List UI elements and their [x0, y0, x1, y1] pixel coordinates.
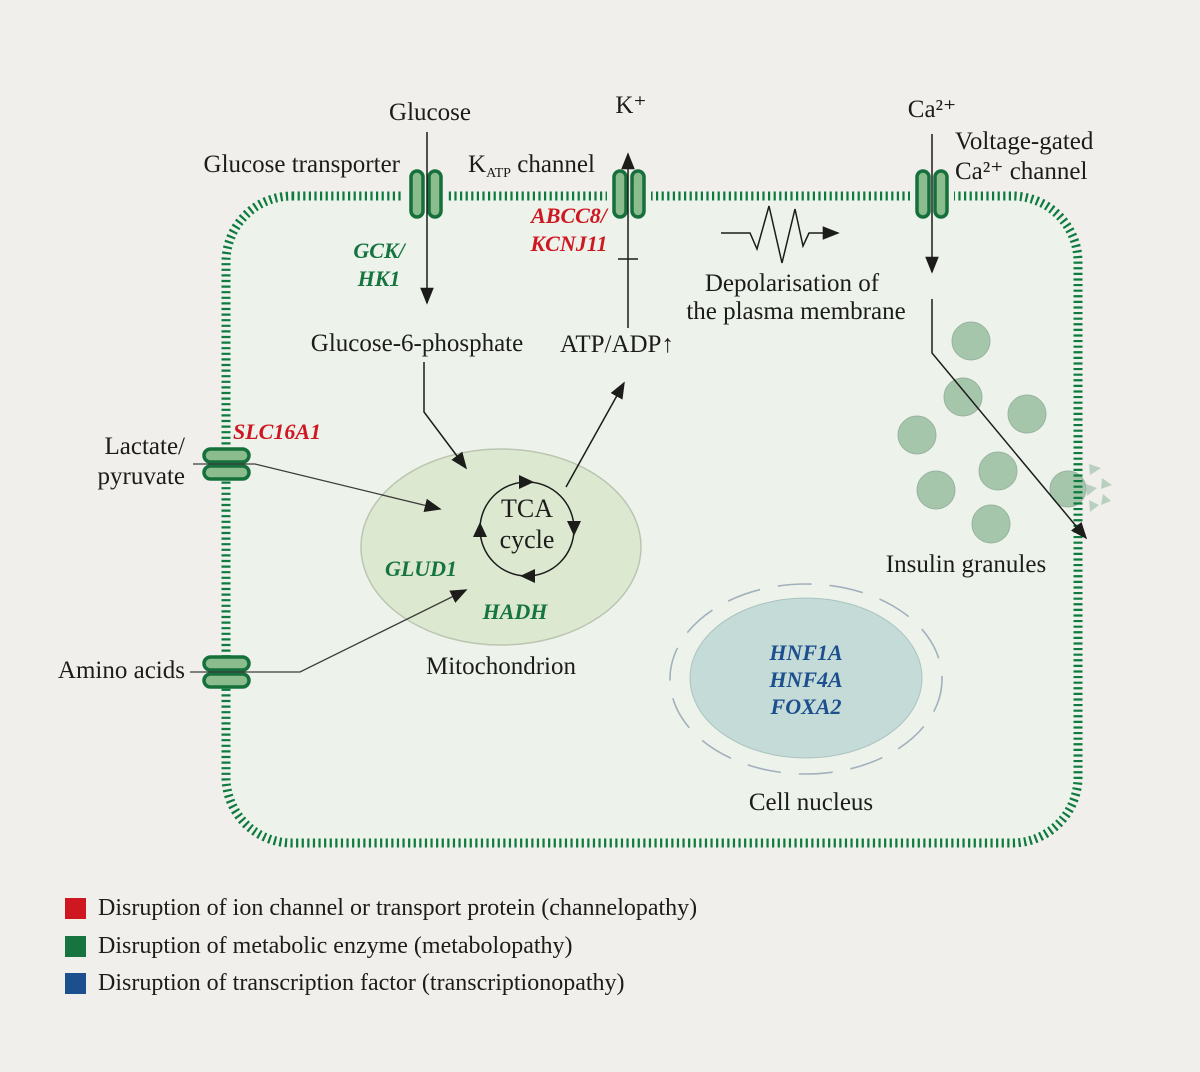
voltage-gated-ca-channel [915, 169, 949, 219]
legend-label-metabolopathy: Disruption of metabolic enzyme (metabolo… [98, 933, 573, 959]
gene-hk1: HK1 [357, 266, 401, 291]
amino-acid-transporter [202, 655, 251, 689]
gene-hadh: HADH [482, 599, 548, 624]
voltage-gated-label-line2: Ca²⁺ channel [955, 158, 1088, 185]
amino-to-tca-arrow [190, 589, 468, 673]
legend-swatch-red [65, 898, 86, 919]
insulin-granule [943, 377, 983, 417]
lactate-pyruvate-transporter [202, 447, 251, 481]
tca-arrow-icon [473, 522, 487, 537]
legend-item-channelopathy: Disruption of ion channel or transport p… [65, 895, 698, 921]
glucose-transporter-channel [409, 169, 443, 219]
cell-interior [226, 196, 1078, 843]
depolarisation-label-line2: the plasma membrane [686, 298, 906, 325]
gene-foxa2: FOXA2 [770, 694, 842, 719]
nuclear-envelope-dashed-ring [669, 583, 943, 775]
legend-label-channelopathy: Disruption of ion channel or transport p… [98, 895, 698, 921]
voltage-gated-label-line1: Voltage-gated [955, 128, 1094, 155]
depolarisation-spike-arrow [721, 205, 840, 264]
tca-to-atp-arrow [565, 381, 625, 488]
legend-item-metabolopathy: Disruption of metabolic enzyme (metabolo… [65, 933, 573, 959]
gene-gck: GCK/ [353, 238, 405, 263]
legend-item-transcriptionopathy: Disruption of transcription factor (tran… [65, 970, 625, 996]
atp-adp-label: ATP/ADP↑ [560, 331, 674, 358]
lactate-to-tca-arrow [193, 463, 442, 512]
lactate-label-line1: Lactate/ [104, 433, 186, 460]
cell-nucleus-shape [669, 583, 943, 775]
g6p-to-tca-arrow [423, 362, 468, 470]
tca-arrow-icon [520, 569, 535, 583]
ca-ion-label: Ca²⁺ [907, 96, 957, 123]
legend-swatch-blue [65, 973, 86, 994]
gene-slc16a1: SLC16A1 [232, 419, 322, 444]
tca-arrow-icon [567, 521, 581, 536]
legend-label-transcriptionopathy: Disruption of transcription factor (tran… [98, 970, 625, 996]
katp-subscript: ATP [486, 166, 511, 181]
katp-channel-label: KATP channel [468, 151, 595, 181]
glucose-transporter-label: Glucose transporter [203, 151, 400, 178]
insulin-granule [978, 451, 1018, 491]
glucose-6-phosphate-label: Glucose-6-phosphate [310, 330, 524, 357]
tca-label-line1: TCA [501, 494, 553, 523]
mitochondrion-shape [360, 448, 642, 646]
k-ion-label: K⁺ [615, 92, 647, 119]
insulin-granules-label: Insulin granules [885, 551, 1047, 578]
katp-channel [612, 169, 646, 219]
insulin-granules-group [897, 321, 1087, 544]
insulin-granule [1007, 394, 1047, 434]
insulin-granule [951, 321, 991, 361]
plasma-membrane [221, 191, 1083, 848]
tca-arrow-icon [519, 475, 534, 489]
tca-label-line2: cycle [499, 525, 555, 554]
gene-hnf4a: HNF4A [769, 667, 843, 692]
insulin-granule [897, 415, 937, 455]
insulin-granule [916, 470, 956, 510]
katp-k: K [468, 151, 487, 178]
legend-swatch-green [65, 936, 86, 957]
lactate-label-line2: pyruvate [97, 463, 185, 490]
depolarisation-label-line1: Depolarisation of [704, 270, 880, 297]
glucose-label: Glucose [389, 99, 471, 126]
released-insulin-particles [1086, 464, 1112, 512]
granule-exocytosis-arrow [931, 299, 1088, 540]
katp-rest: channel [510, 151, 595, 178]
gene-kcnj11: KCNJ11 [530, 231, 608, 256]
gene-abcc8: ABCC8/ [531, 203, 607, 228]
mitochondrion-label: Mitochondrion [426, 653, 576, 680]
insulin-granule [971, 504, 1011, 544]
gene-hnf1a: HNF1A [769, 640, 843, 665]
cell-nucleus-label: Cell nucleus [748, 789, 874, 816]
gene-glud1: GLUD1 [384, 556, 458, 581]
amino-acids-label: Amino acids [57, 657, 185, 684]
